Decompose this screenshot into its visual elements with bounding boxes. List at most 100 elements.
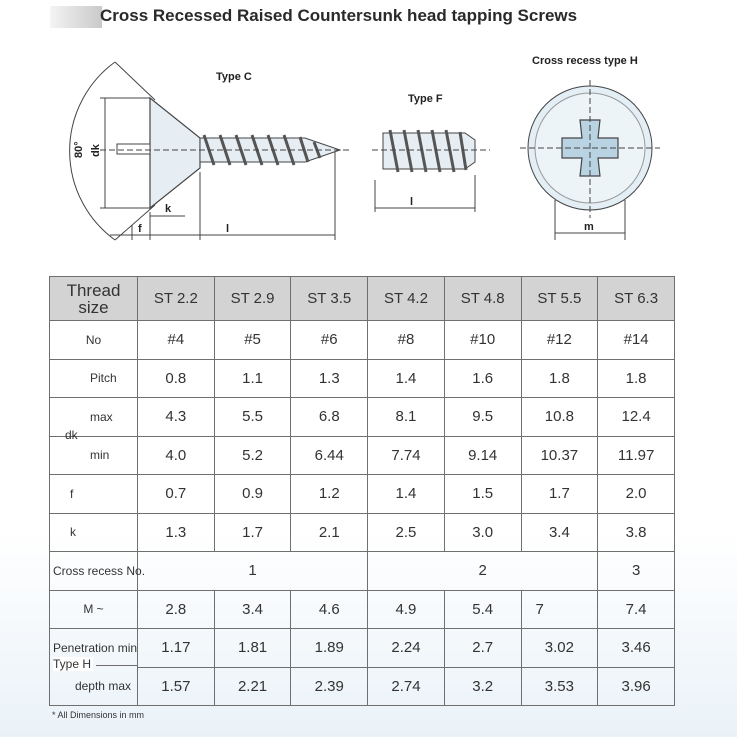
row-label: f [49,474,138,514]
screw-technical-drawing: Type C 80° dk k f l Type F l Cross reces… [69,55,660,241]
table-row-no: No #4 #5 #6 #8 #10 #12 #14 [49,320,675,360]
table-row-pitch: Pitch 0.8 1.1 1.3 1.4 1.6 1.8 1.8 [49,358,675,398]
table-row-dk-max: dk max 4.3 5.5 6.8 8.1 9.5 10.8 12.4 [49,397,675,442]
type-f-screw [372,129,490,212]
table-cell: 7.4 [597,589,675,629]
table-cell: 3.8 [597,512,675,552]
title-accent-bar [50,6,102,28]
table-cell: 3.53 [520,666,599,706]
table-cell: 3.2 [443,666,522,706]
header-cell: ST 2.9 [213,276,292,321]
table-cell: 0.7 [137,474,215,514]
table-cell: 2.24 [367,628,445,668]
cross-recess-head [520,80,660,240]
table-cell: 3.02 [520,628,599,668]
header-cell: ST 4.2 [367,276,445,321]
table-row-k: k 1.3 1.7 2.1 2.5 3.0 3.4 3.8 [49,512,675,552]
table-cell: #14 [597,320,675,360]
m-dimension-label: m [584,221,594,233]
row-label: Pitch [49,358,138,398]
table-row-f: f 0.7 0.9 1.2 1.4 1.5 1.7 2.0 [49,474,675,514]
table-row-cross-recess: Cross recess No. 1 2 3 [49,551,675,591]
k-dimension-label: k [165,203,172,215]
table-cell: 2.74 [367,666,445,706]
dk-group-label: dk [65,428,78,442]
row-label: dk max [49,397,138,442]
table-cell: 7 [520,589,599,629]
f-dimension-label: f [138,223,142,235]
table-cell: 10.37 [520,435,599,475]
table-cell: 1.7 [520,474,599,514]
cross-recess-type-label: Cross recess type H [532,55,638,67]
table-cell: 7.74 [367,435,445,475]
table-cell: 4.0 [137,435,215,475]
table-cell: 3.0 [443,512,522,552]
table-row-penetration-max: depth max 1.57 2.21 2.39 2.74 3.2 3.53 3… [49,666,675,706]
table-cell: 2.39 [290,666,369,706]
table-cell: 2.21 [213,666,292,706]
table-cell: 2 [367,551,599,591]
table-cell: 10.8 [520,397,599,437]
type-c-screw [69,61,350,241]
l-dimension-label-f: l [410,196,413,208]
row-label: k [49,512,138,552]
table-cell: 1.8 [597,358,675,398]
table-cell: 1.4 [367,474,445,514]
table-cell: 1.81 [213,628,292,668]
row-label: Penetration min Type H [49,628,138,671]
table-cell: 3.46 [597,628,675,668]
table-cell: 6.44 [290,435,369,475]
table-cell: 2.5 [367,512,445,552]
table-cell: 1.5 [443,474,522,514]
table-cell: 4.9 [367,589,445,629]
header-cell: ST 4.8 [443,276,522,321]
table-cell: 11.97 [597,435,675,475]
table-cell: #6 [290,320,369,360]
page-title: Cross Recessed Raised Countersunk head t… [100,6,578,25]
row-label: M ~ [49,589,138,629]
table-cell: #8 [367,320,445,360]
dimensions-note: * All Dimensions in mm [52,710,145,720]
table-cell: 2.0 [597,474,675,514]
table-cell: 1 [136,551,369,591]
table-cell: 1.8 [520,358,599,398]
header-cell: ST 3.5 [290,276,369,321]
angle-label: 80° [73,141,85,158]
type-h-label: Type H [53,657,94,671]
header-cell: ST 2.2 [137,276,215,321]
table-cell: #10 [443,320,522,360]
table-cell: 8.1 [367,397,445,437]
header-cell: ST 5.5 [520,276,599,321]
table-cell: 5.4 [443,589,522,629]
row-label: Cross recess No. [49,551,145,591]
row-label: No [49,320,138,360]
table-cell: 12.4 [597,397,675,437]
table-cell: 1.4 [367,358,445,398]
row-label: depth max [49,667,138,706]
type-f-label: Type F [408,93,443,105]
table-row-penetration-min: Penetration min Type H 1.17 1.81 1.89 2.… [49,628,675,671]
table-cell: 1.6 [443,358,522,398]
l-dimension-label: l [226,223,229,235]
table-cell: 4.6 [290,589,369,629]
table-cell: 9.14 [443,435,522,475]
table-cell: 0.8 [137,358,215,398]
table-cell: 4.3 [137,397,215,437]
table-cell: 1.7 [213,512,292,552]
dk-dimension-label: dk [90,143,102,157]
table-cell: #5 [213,320,292,360]
type-c-label: Type C [216,71,252,83]
table-cell: 5.5 [213,397,292,437]
table-cell: 1.1 [213,358,292,398]
table-cell: 2.1 [290,512,369,552]
table-cell: 3 [597,551,675,591]
table-cell: 3.4 [520,512,599,552]
header-cell: ST 6.3 [597,276,675,321]
table-cell: 1.89 [290,628,369,668]
table-cell: 1.2 [290,474,369,514]
table-cell: 5.2 [213,435,292,475]
table-cell: 3.96 [597,666,675,706]
